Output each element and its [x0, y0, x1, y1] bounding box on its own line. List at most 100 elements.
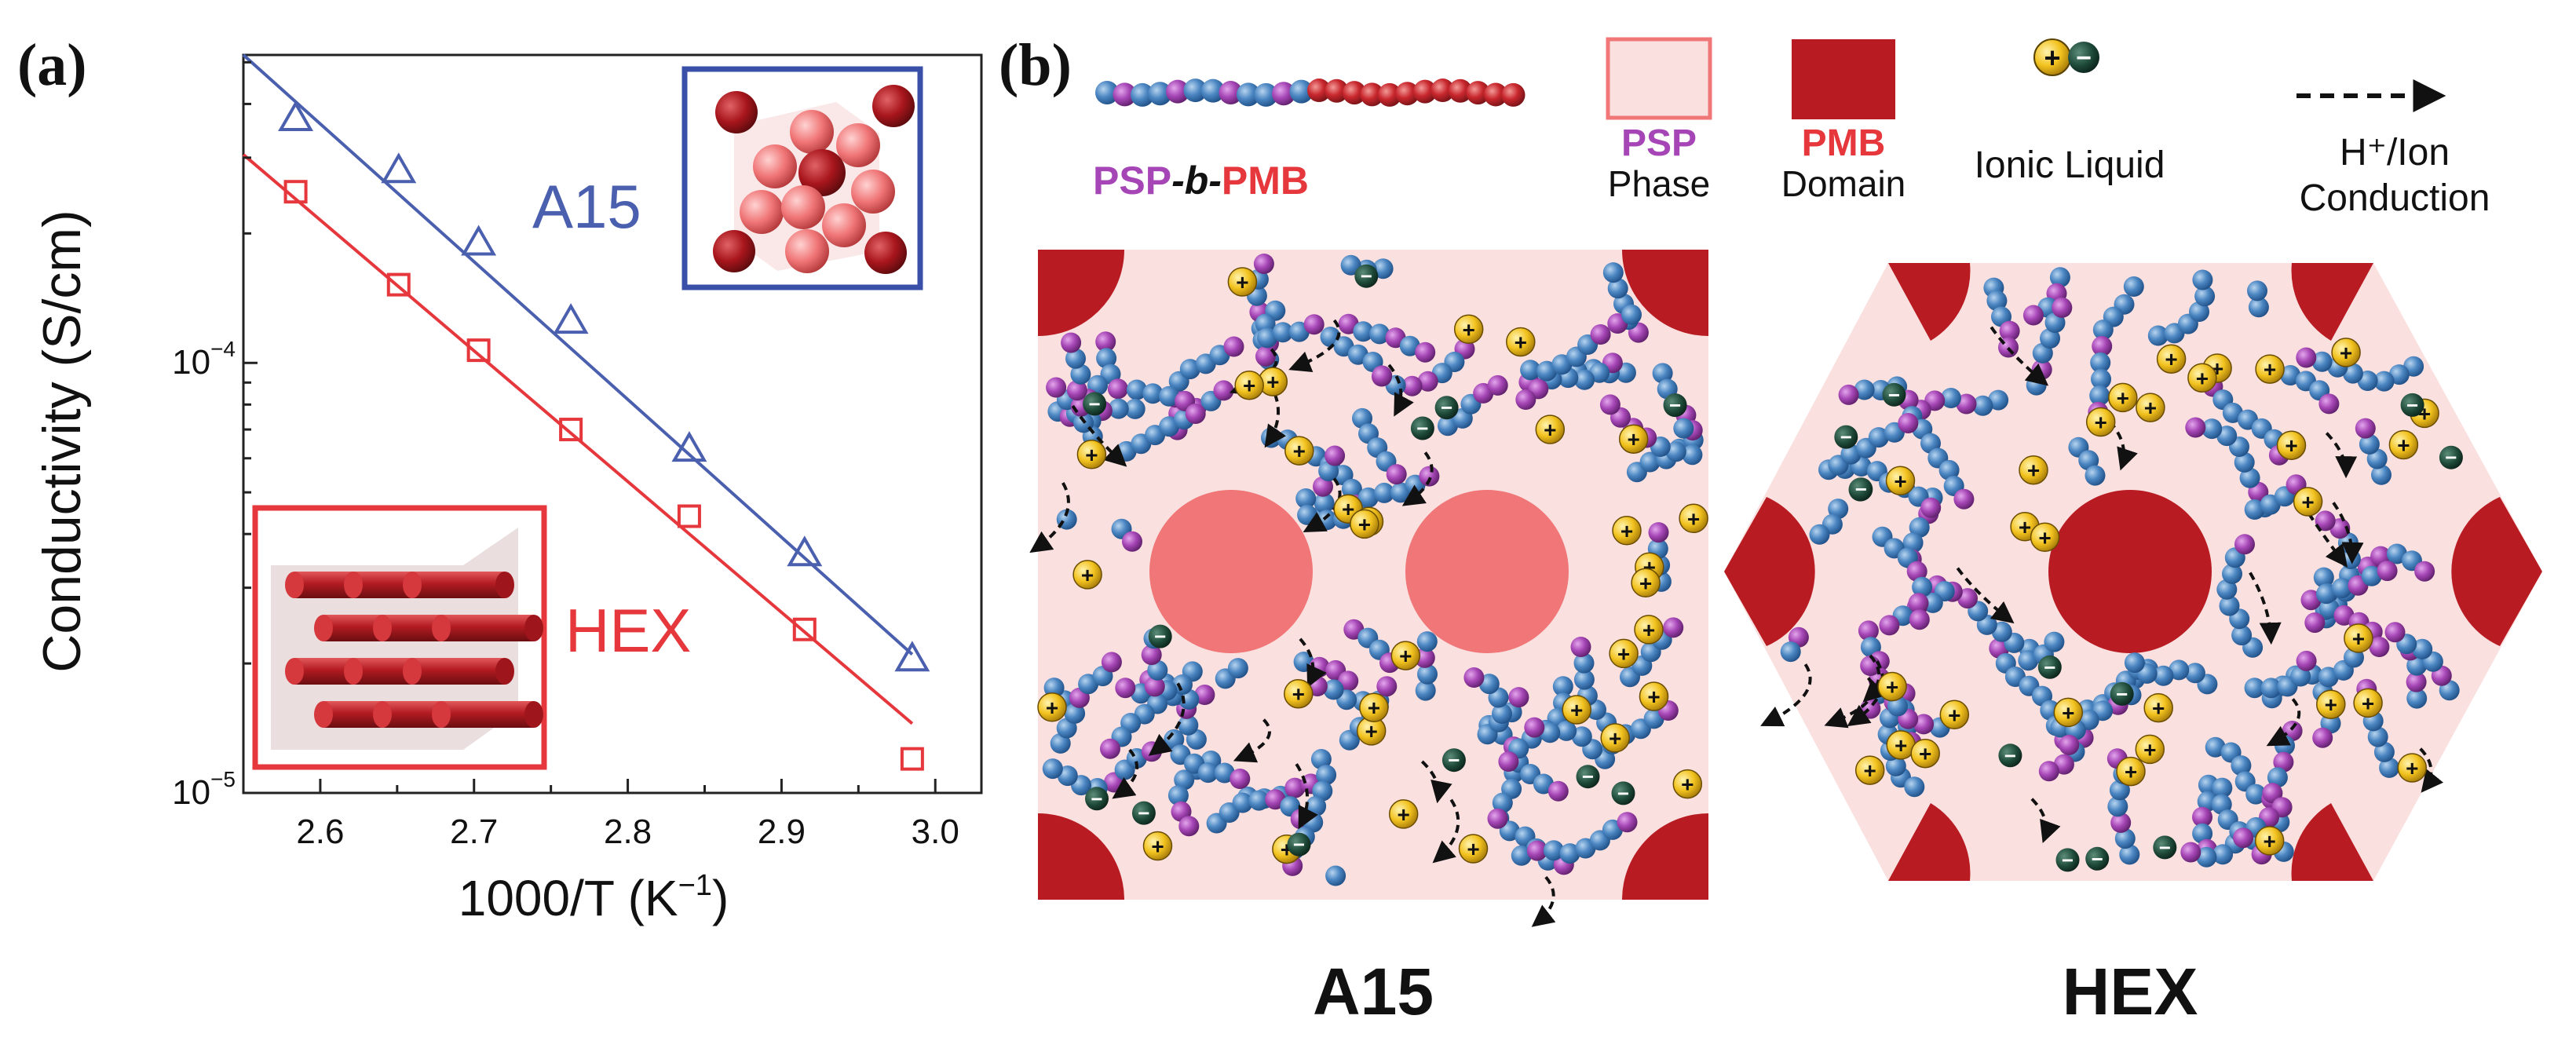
y-axis-label: Conductivity (S/cm): [32, 210, 92, 672]
cation: [1562, 695, 1591, 725]
series-label-a15: A15: [532, 172, 641, 241]
polymer-bead: [1401, 375, 1423, 396]
copolymer-label-pmb: PMB: [1222, 159, 1309, 203]
cylinder-end: [524, 701, 543, 728]
chain-bead: [1113, 82, 1137, 107]
polymer-bead: [1602, 262, 1624, 283]
anion-sign: −: [2406, 393, 2418, 417]
polymer-bead: [2311, 351, 2333, 372]
polymer-bead: [2367, 726, 2388, 747]
polymer-bead: [2212, 777, 2233, 798]
anion: [2037, 655, 2062, 679]
cation-sign: +: [1081, 563, 1094, 587]
polymer-bead: [2361, 565, 2382, 586]
polymer-bead: [1417, 371, 1438, 392]
a15-sphere-corner: [715, 91, 758, 133]
polymer-bead: [1639, 451, 1661, 473]
polymer-bead: [1617, 812, 1638, 833]
cation-sign: +: [2325, 692, 2337, 717]
panel-label-b: (b): [999, 32, 1072, 98]
polymer-bead: [2233, 827, 2254, 849]
cation-sign: +: [2019, 515, 2031, 539]
data-point-hex: [792, 617, 817, 641]
cation-sign: +: [1639, 571, 1652, 595]
a15-pmb-corner: [1622, 250, 1708, 336]
anion-sign: −: [1617, 781, 1629, 805]
anion: [1354, 264, 1379, 288]
hex-schematic: ++++++++++++++++++++++++++++++−−−−−−−−−−…: [1724, 263, 2542, 1028]
polymer-bead: [1515, 389, 1536, 410]
polymer-bead: [2085, 465, 2106, 486]
anion-sign: −: [1361, 265, 1372, 288]
anion: [1148, 624, 1172, 648]
polymer-bead: [1663, 617, 1684, 638]
polymer-bead: [2318, 393, 2340, 415]
conduction-path-arrow: [2266, 698, 2301, 747]
cylinder-end: [285, 572, 304, 598]
polymer-bead: [2052, 297, 2073, 318]
cation-sign: +: [1292, 682, 1305, 707]
x-tick-label: 2.9: [758, 813, 806, 851]
polymer-bead: [1142, 383, 1164, 404]
polymer-bead: [2107, 796, 2128, 817]
polymer-bead: [2044, 631, 2065, 652]
cation-sign: +: [2144, 396, 2157, 420]
cation: [1076, 440, 1107, 469]
cation-sign: +: [1293, 439, 1306, 463]
polymer-bead: [2196, 846, 2217, 868]
anion-symbol: −: [2076, 43, 2092, 73]
chain-bead: [1095, 81, 1119, 104]
data-point-a15: [381, 152, 417, 184]
cation: [2085, 407, 2116, 437]
conduction-path-arrow: [1387, 363, 1414, 417]
y-tick-label: 10−5: [172, 767, 236, 812]
polymer-bead: [2110, 812, 2132, 833]
psp-phase-label-bottom: Phase: [1608, 163, 1710, 204]
conduction-path-arrow: [2249, 572, 2282, 645]
cation-sign: +: [1266, 370, 1279, 394]
polymer-bead: [1908, 593, 1929, 614]
anion: [2439, 445, 2463, 469]
polymer-bead: [1194, 685, 1215, 705]
cation: [2388, 429, 2419, 460]
copolymer-chain-icon: [1095, 79, 1526, 107]
anion-sign: −: [2445, 446, 2457, 469]
polymer-bead: [2296, 650, 2317, 671]
cation: [1227, 267, 1258, 297]
polymer-bead: [2304, 612, 2326, 634]
cylinder-end: [432, 701, 451, 728]
chain-bead: [1272, 82, 1295, 106]
pmb-domain-label-top: PMB: [1802, 122, 1886, 164]
data-point-hex: [900, 747, 924, 771]
cation-sign: +: [2062, 700, 2074, 725]
polymer-bead: [1416, 631, 1438, 652]
a15-sphere: [822, 203, 866, 247]
polymer-bead: [1552, 676, 1573, 697]
polymer-bead: [2205, 736, 2226, 758]
cation-sign: +: [1681, 773, 1694, 797]
x-tick-label: 3.0: [912, 813, 959, 851]
chain-bead: [1183, 79, 1208, 103]
polymer-bead: [1940, 388, 1961, 408]
cation-sign: +: [1948, 703, 1960, 727]
a15-sphere: [790, 110, 834, 154]
polymer-bead: [1860, 698, 1881, 719]
copolymer-label-psp: PSP: [1093, 159, 1171, 203]
data-point-hex: [677, 504, 701, 528]
hex-caption: HEX: [2063, 955, 2198, 1028]
a15-sphere-corner: [864, 232, 907, 274]
cylinder-end: [403, 572, 422, 598]
polymer-bead: [2194, 286, 2216, 307]
polymer-bead: [1898, 413, 1919, 433]
series-label-hex: HEX: [565, 596, 691, 665]
polymer-bead: [1986, 290, 2008, 312]
polymer-bead: [1232, 792, 1253, 813]
polymer-bead: [1652, 363, 1673, 384]
hex-chains-and-ions: ++++++++++++++++++++++++++++++−−−−−−−−−−…: [1760, 267, 2463, 872]
anion-sign: −: [2092, 847, 2103, 871]
chain-bead: [1449, 79, 1472, 103]
anion: [1834, 425, 1858, 449]
polymer-bead: [2280, 365, 2301, 385]
